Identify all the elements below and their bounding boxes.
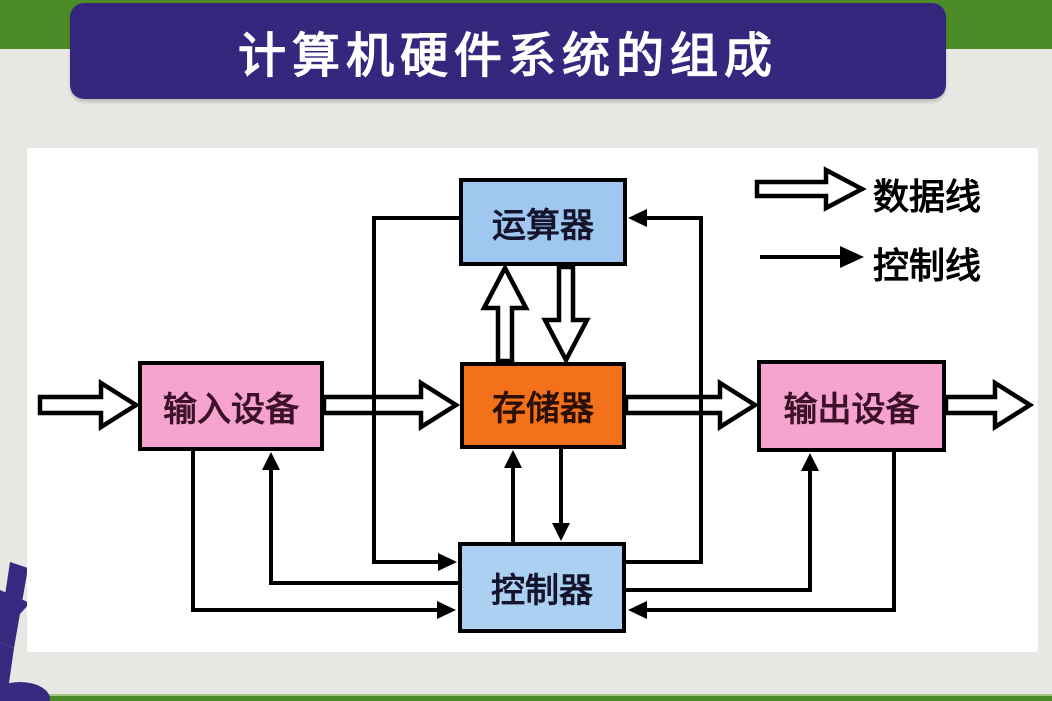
node-memory-label: 存储器 bbox=[492, 390, 594, 428]
node-controller: 控制器 bbox=[458, 542, 626, 633]
node-output-device: 输出设备 bbox=[757, 360, 946, 452]
corner-decoration bbox=[0, 562, 50, 701]
node-alu: 运算器 bbox=[459, 178, 627, 266]
node-input-device: 输入设备 bbox=[138, 361, 324, 451]
bottom-green-strip bbox=[0, 694, 1052, 701]
node-controller-label: 控制器 bbox=[491, 572, 593, 610]
legend-data-line-label: 数据线 bbox=[873, 176, 982, 217]
node-alu-label: 运算器 bbox=[492, 206, 594, 245]
page-title: 计算机硬件系统的组成 bbox=[237, 30, 778, 83]
node-output-device-label: 输出设备 bbox=[783, 390, 920, 429]
node-memory: 存储器 bbox=[460, 362, 626, 449]
title-banner: 计算机硬件系统的组成 bbox=[70, 3, 946, 99]
legend-control-line-label: 控制线 bbox=[873, 245, 982, 286]
node-input-device-label: 输入设备 bbox=[163, 390, 299, 429]
